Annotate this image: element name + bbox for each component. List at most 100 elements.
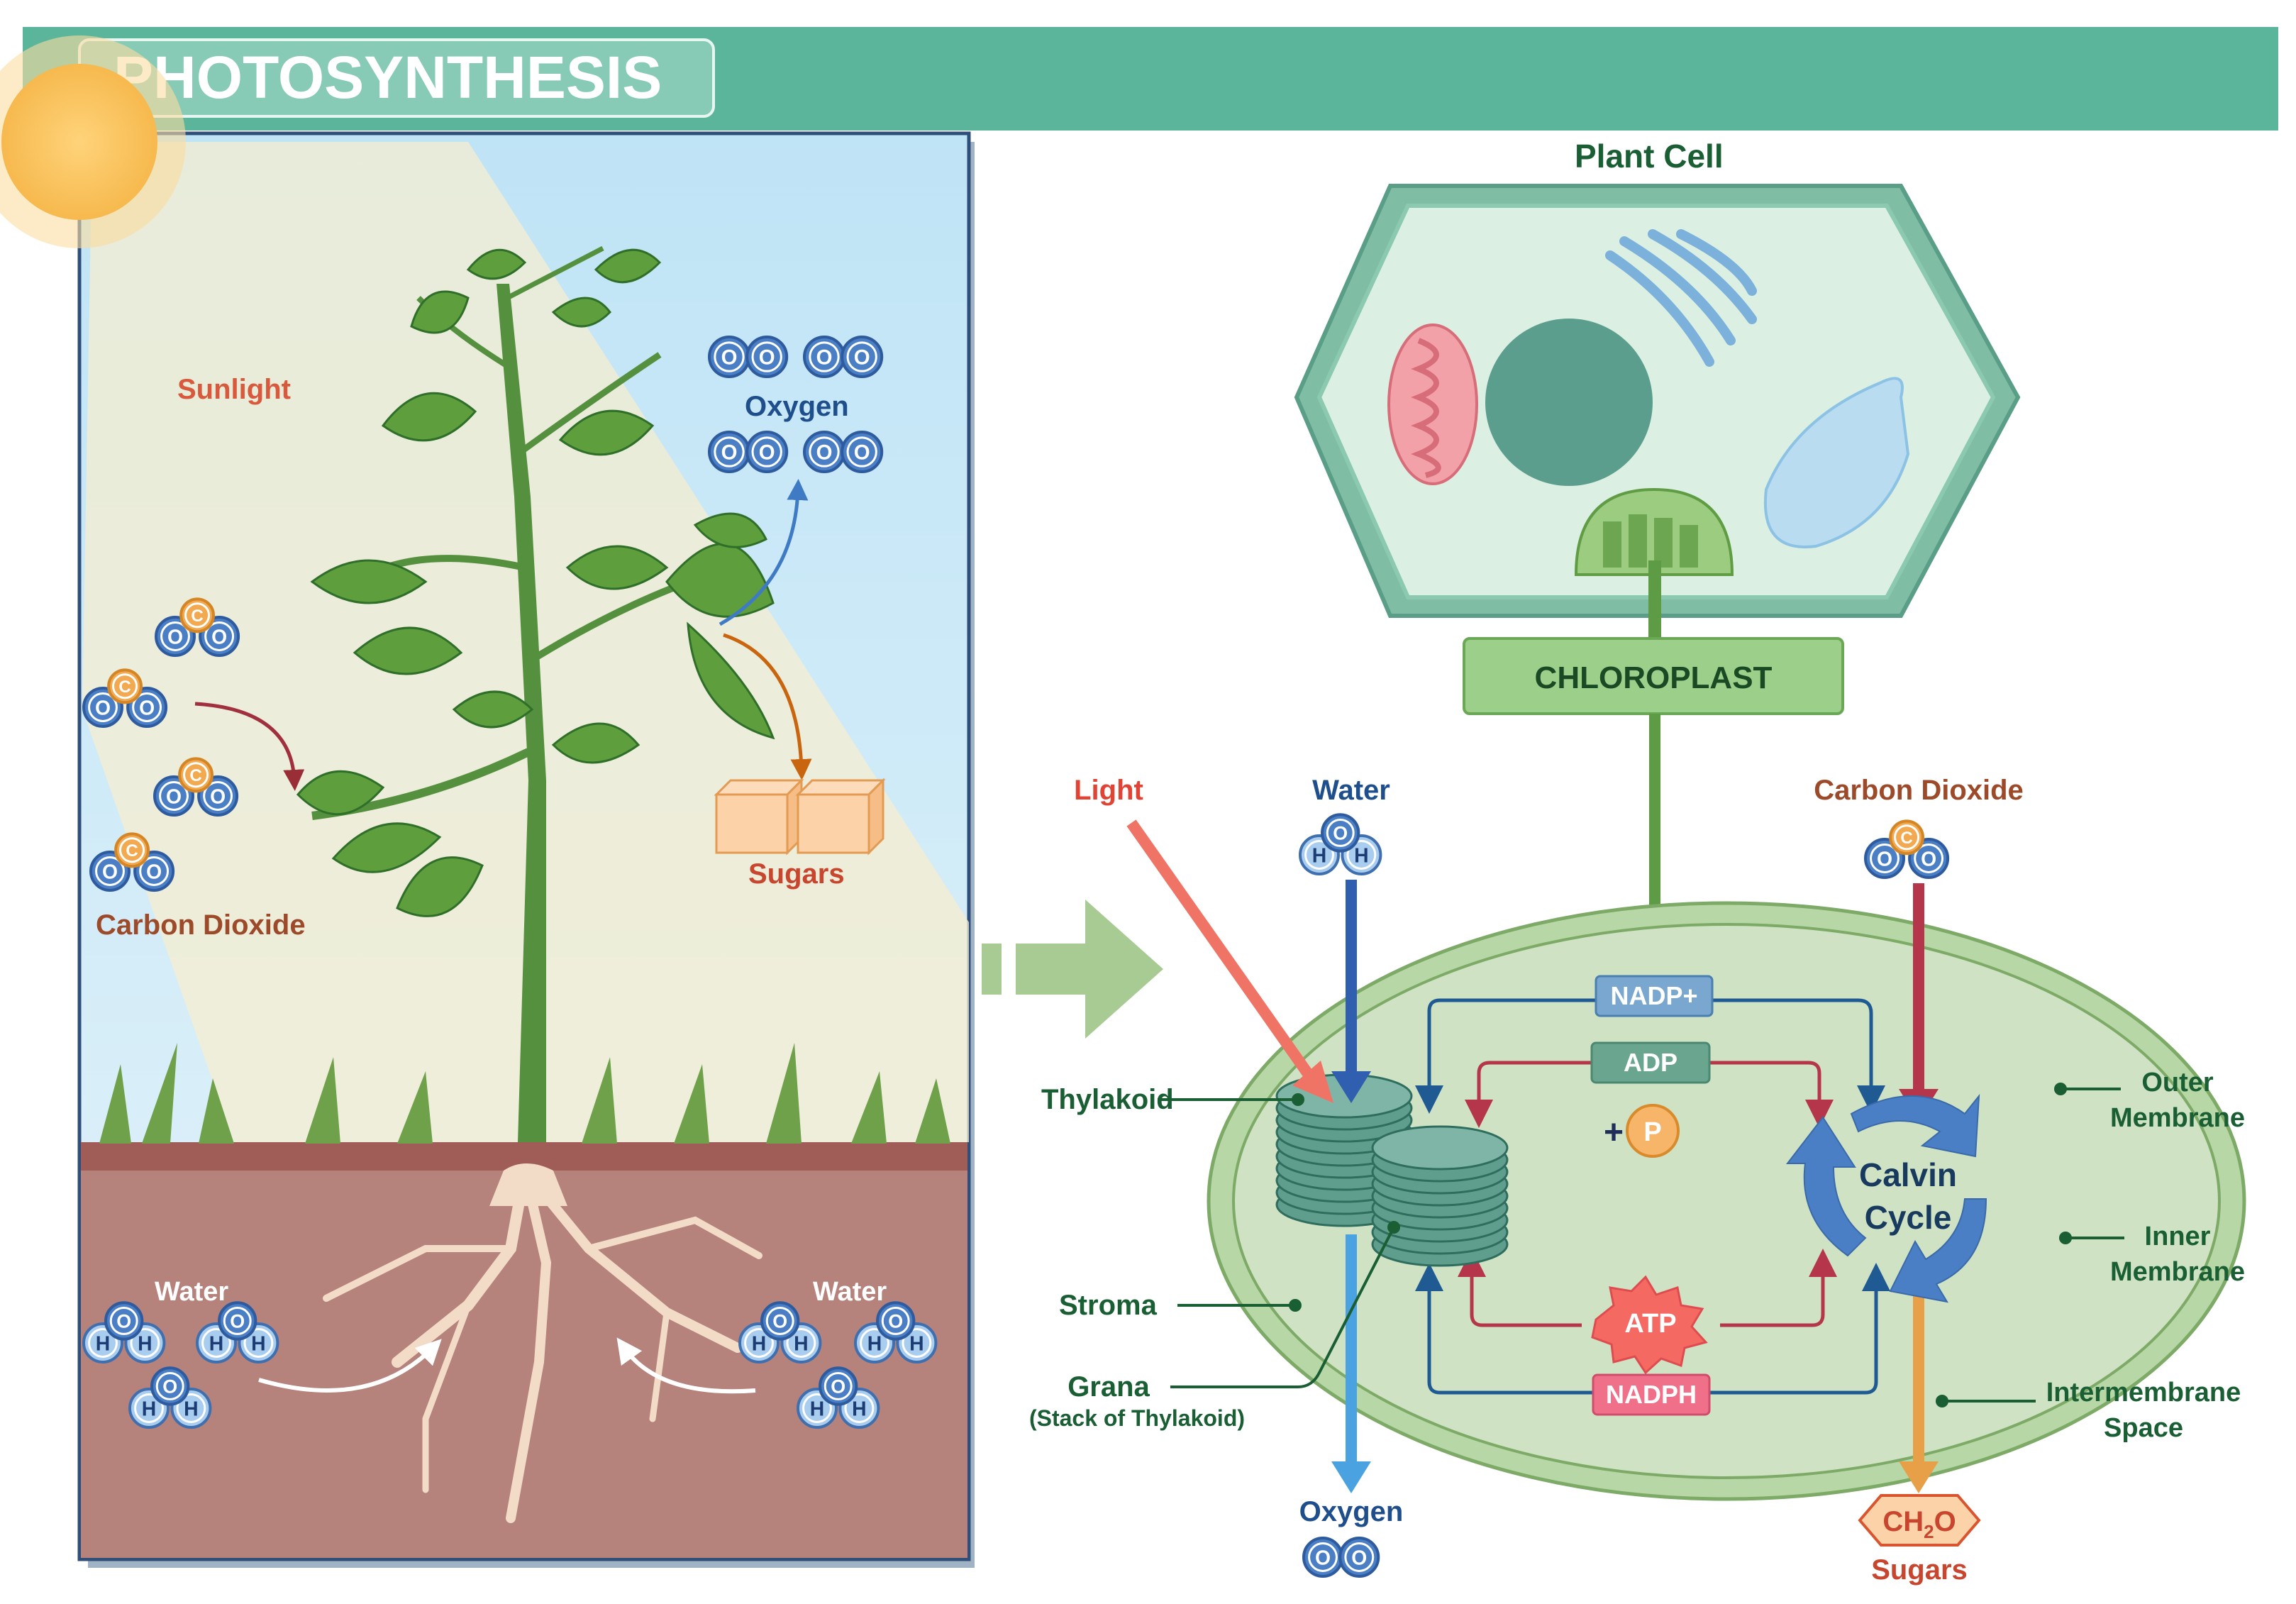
oxygen-molecule-3-o1: O <box>708 431 750 473</box>
oxygen-molecule-4-o2: O <box>841 431 884 473</box>
adp-label: ADP <box>1624 1048 1677 1077</box>
co2-molecule-input-c: C <box>1889 819 1925 856</box>
co2-molecule-2-o2-symbol: O <box>139 697 155 719</box>
sugars-label-bottom: Sugars <box>1871 1554 1968 1586</box>
phosphate-label: P <box>1643 1117 1661 1147</box>
chloroplast-connector <box>1648 560 1661 646</box>
co2-molecule-input-c-symbol: C <box>1900 829 1912 848</box>
co2-molecule-2-c-symbol: C <box>118 677 131 697</box>
water-right-3-h1-symbol: H <box>810 1398 824 1420</box>
light-arrow-head <box>1292 1061 1333 1103</box>
nadp-plus-label: NADP+ <box>1610 981 1697 1010</box>
water-right-3-o: O <box>819 1366 858 1406</box>
mitochondrion <box>1387 323 1478 485</box>
water-right-1-o-symbol: O <box>772 1311 787 1332</box>
water-right-1-o: O <box>760 1301 800 1341</box>
co2-molecule-3-c: C <box>178 757 213 793</box>
water-left-3-h2-symbol: H <box>184 1398 198 1420</box>
panel-transition-arrow <box>982 900 1163 1039</box>
ch2o-hexagon <box>1858 1494 1981 1547</box>
outer-membrane-dot <box>2054 1083 2067 1095</box>
water-molecule-input-o-symbol: O <box>1333 823 1348 844</box>
co2-molecule-1-o1-symbol: O <box>167 626 183 648</box>
co2-molecule-4-o2-symbol: O <box>146 861 162 883</box>
water-right-1-h2-symbol: H <box>794 1332 808 1355</box>
grana-leader-dot <box>1387 1221 1400 1234</box>
light-arrow <box>1126 819 1314 1078</box>
oxygen-molecule-1-o2-symbol: O <box>759 346 775 370</box>
sugars-arrow-out-head <box>1899 1461 1939 1493</box>
outer-membrane-label-2: Membrane <box>2110 1103 2245 1133</box>
water-right-2-o-symbol: O <box>888 1311 903 1332</box>
oxygen-molecule-2-o2: O <box>841 336 884 378</box>
nucleus <box>1485 319 1653 486</box>
carbon-dioxide-label: Carbon Dioxide <box>96 909 306 941</box>
chloroplast-label: CHLOROPLAST <box>1535 660 1773 695</box>
plant-cell <box>1294 184 2021 618</box>
nadph-box <box>1592 1373 1711 1416</box>
nadph-label: NADPH <box>1606 1380 1697 1409</box>
ch2o-o: O <box>1934 1506 1956 1537</box>
co2-molecule-4-c: C <box>114 832 150 868</box>
thylakoid-label: Thylakoid <box>1041 1084 1174 1115</box>
atp-label: ATP <box>1624 1309 1676 1339</box>
oxygen-molecule-1-o2: O <box>745 336 789 378</box>
intermembrane-label-2: Space <box>2104 1413 2183 1443</box>
oxygen-molecule-output-o2: O <box>1338 1537 1380 1578</box>
ch2o-subscript: 2 <box>1924 1521 1934 1542</box>
sugar-cubes-icon <box>714 778 886 856</box>
grass <box>99 1043 950 1144</box>
intermembrane-label-1: Intermembrane <box>2046 1378 2241 1407</box>
roots <box>323 1165 762 1523</box>
nadp-nadph-loop <box>1415 998 1890 1395</box>
oxygen-molecule-3-o2-symbol: O <box>759 441 775 465</box>
sunlight-label: Sunlight <box>177 374 291 405</box>
oxygen-label: Oxygen <box>745 391 849 422</box>
co2-molecule-1-c: C <box>179 597 215 634</box>
water-left-2-o-symbol: O <box>230 1311 245 1332</box>
oxygen-molecule-2-o1-symbol: O <box>816 346 833 370</box>
root-base <box>489 1163 567 1206</box>
oxygen-molecule-4-o1-symbol: O <box>816 441 833 465</box>
oxygen-molecule-2-o1: O <box>803 336 845 378</box>
thylakoid-leader-dot <box>1292 1093 1304 1106</box>
stroma-label: Stroma <box>1059 1290 1158 1321</box>
co2-molecule-4-c-symbol: C <box>126 841 138 861</box>
grana-leader <box>1170 1227 1395 1388</box>
co2-molecule-3-c-symbol: C <box>189 766 201 785</box>
inner-membrane-dot <box>2059 1232 2072 1244</box>
water-right-2-h2-symbol: H <box>909 1332 924 1355</box>
light-label: Light <box>1074 775 1143 806</box>
calvin-cycle-line2: Cycle <box>1865 1199 1952 1236</box>
oxygen-arrow-out-head <box>1331 1461 1371 1493</box>
water-label-left: Water <box>155 1277 228 1307</box>
oxygen-molecule-3-o2: O <box>745 431 789 473</box>
oxygen-molecule-3-o1-symbol: O <box>721 441 738 465</box>
sun-icon <box>0 35 186 248</box>
plant <box>296 245 775 1142</box>
stroma-leader-dot <box>1289 1299 1302 1312</box>
co2-arrow <box>194 702 305 791</box>
water-right-2-o: O <box>876 1301 916 1341</box>
adp-atp-loop <box>1458 1061 1837 1327</box>
water-left-1-o: O <box>104 1301 144 1341</box>
water-left-3-h1-symbol: H <box>142 1398 156 1420</box>
oxygen-arrow <box>719 479 809 626</box>
water-left-2-h2-symbol: H <box>251 1332 265 1355</box>
oxygen-molecule-output-o1: O <box>1302 1537 1343 1578</box>
adp-box <box>1590 1041 1711 1084</box>
ch2o-label: CH2O <box>1882 1506 1956 1542</box>
vacuole <box>1763 377 1910 548</box>
water-molecule-input-o: O <box>1321 813 1360 853</box>
water-arrow-right <box>616 1337 756 1394</box>
water-left-1-h1-symbol: H <box>96 1332 110 1355</box>
carbon-dioxide-label-right: Carbon Dioxide <box>1814 775 2024 806</box>
co2-molecule-input-o1-symbol: O <box>1877 848 1892 870</box>
ch2o-c-h: CH <box>1882 1506 1924 1537</box>
water-left-3-o: O <box>150 1366 190 1406</box>
water-left-2-o: O <box>218 1301 257 1341</box>
oxygen-molecule-4-o1: O <box>803 431 845 473</box>
phosphate-icon <box>1626 1104 1680 1158</box>
nadp-plus-box <box>1595 975 1714 1017</box>
